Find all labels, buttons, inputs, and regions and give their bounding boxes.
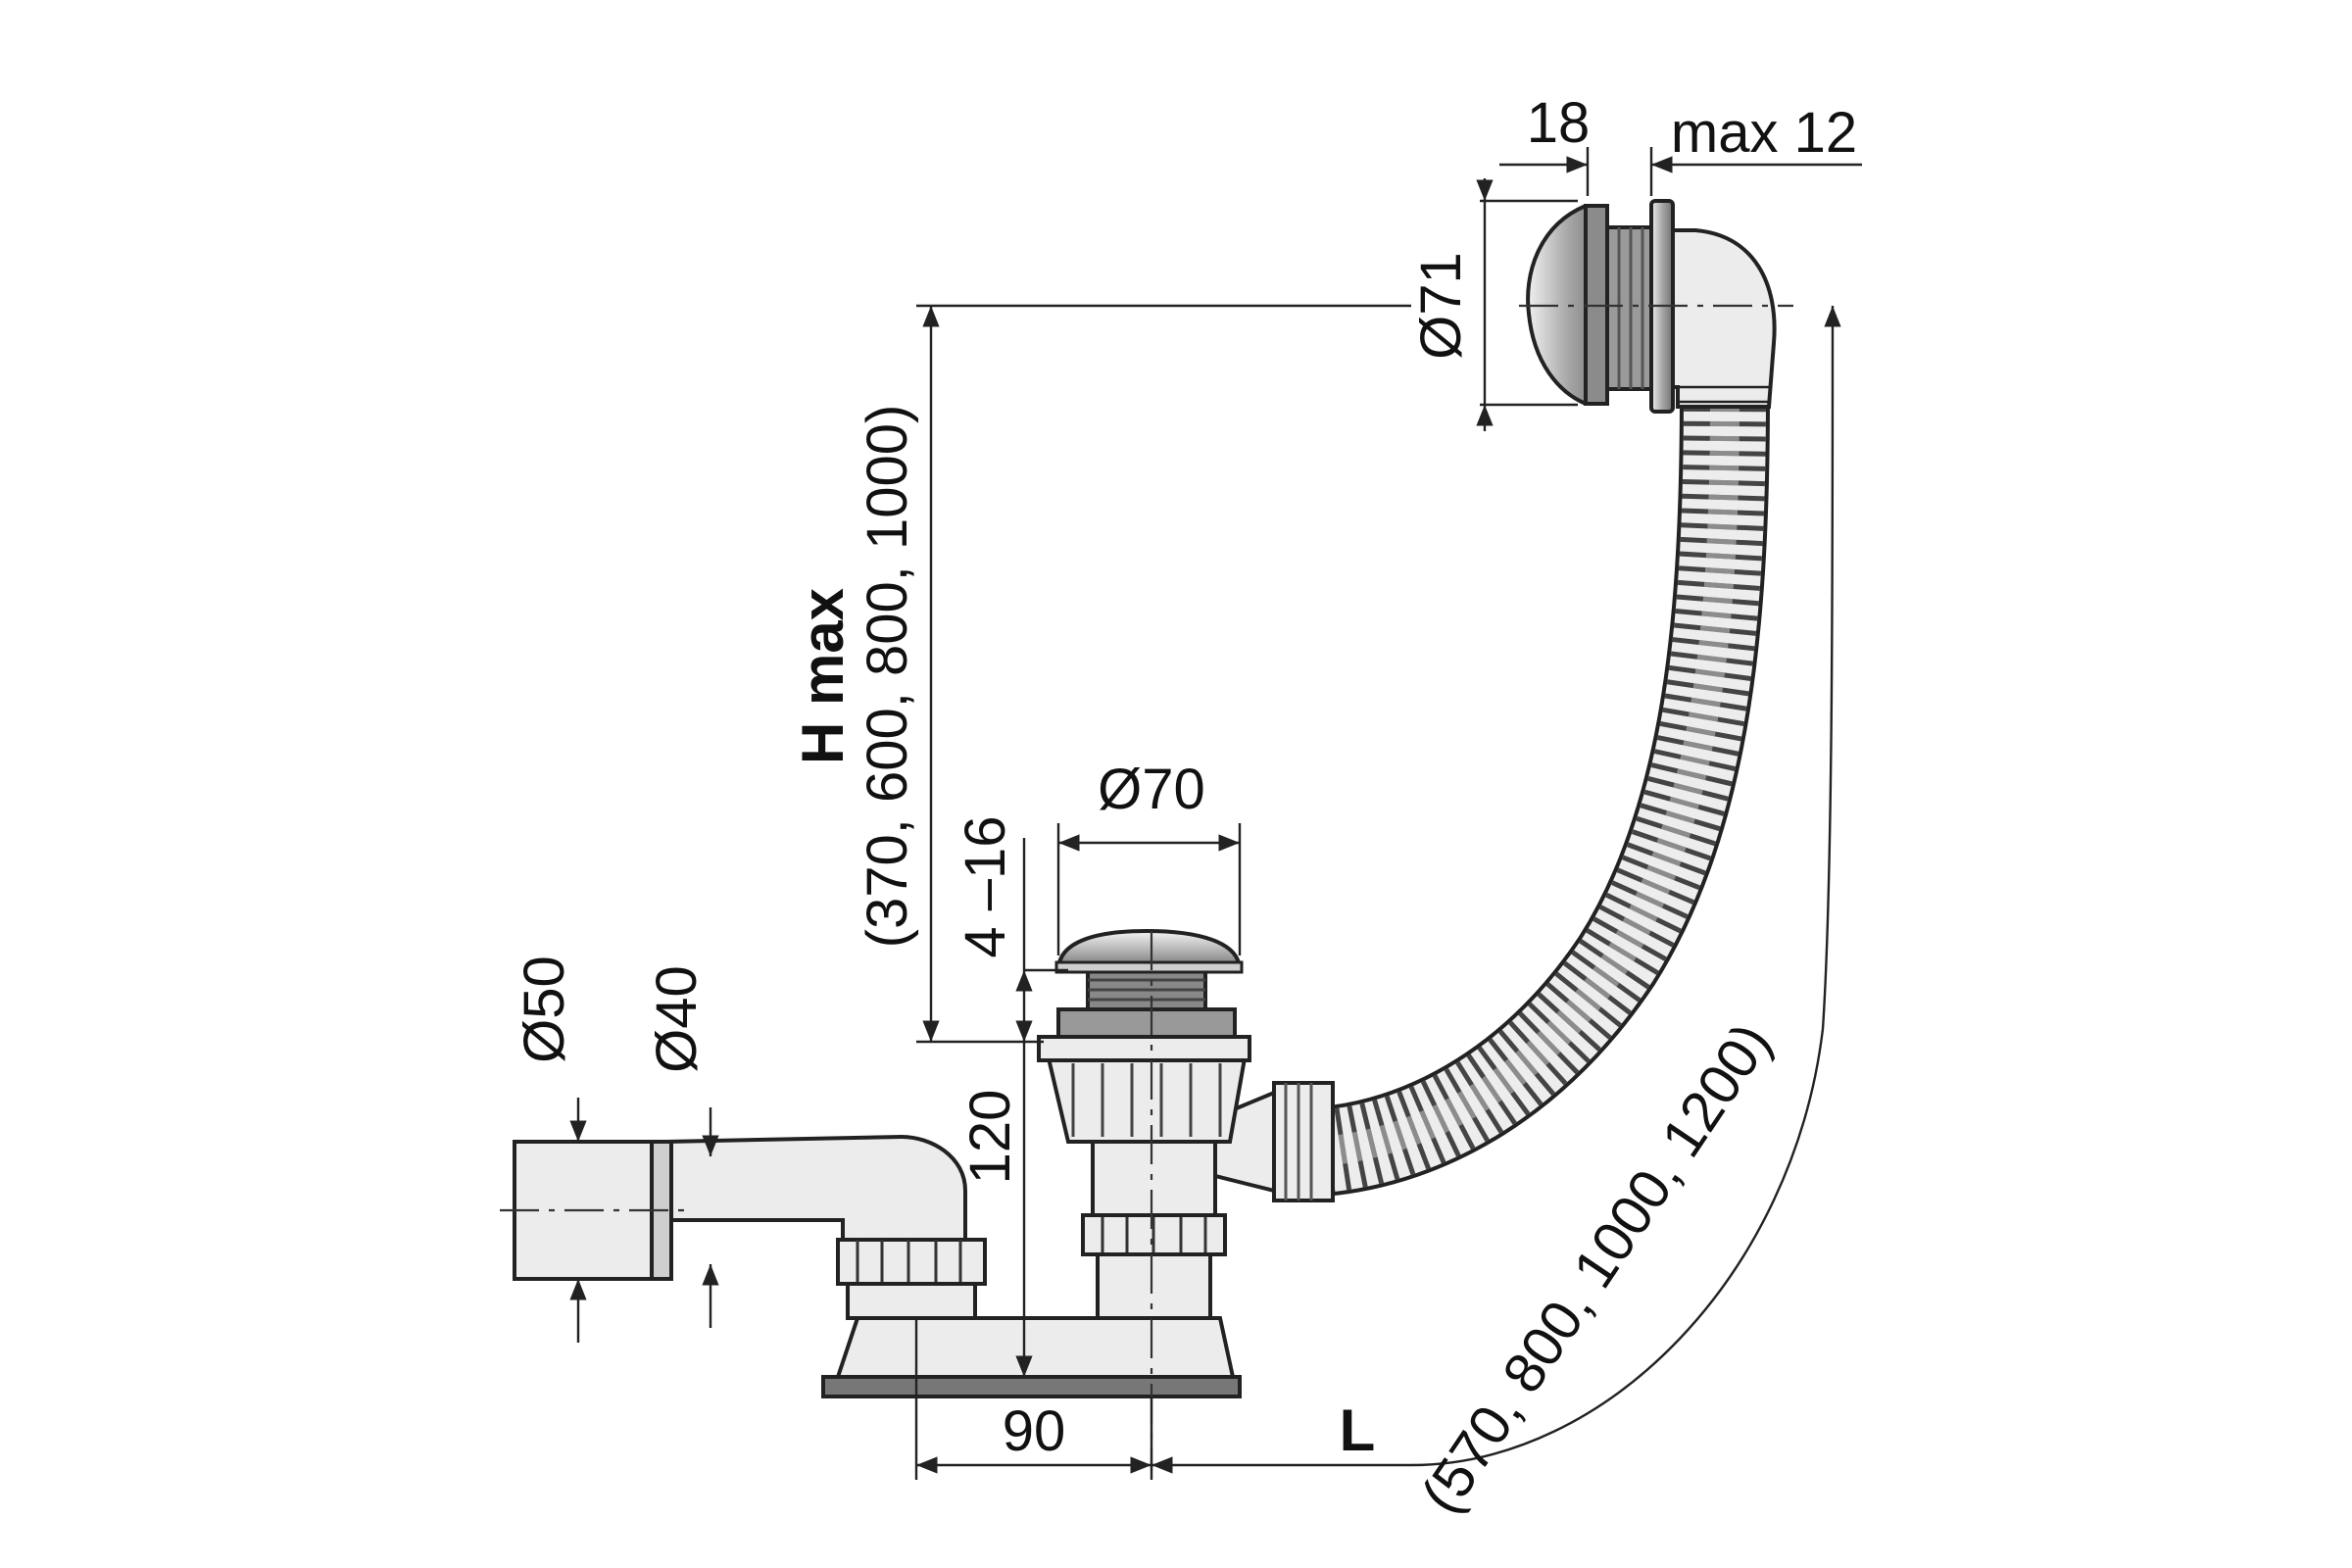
outlet-offset-label: 90	[1003, 1399, 1066, 1463]
height-label: H max	[790, 588, 856, 764]
trap-height-label: 120	[958, 1090, 1022, 1185]
corrugated-hose	[1318, 391, 1770, 1197]
drain-diameter-label: Ø70	[1098, 758, 1205, 821]
pipe-inner-diameter-label: Ø40	[645, 965, 709, 1073]
plug-range-label: 4 –16	[954, 815, 1017, 957]
overflow-diameter-label: Ø71	[1409, 252, 1473, 360]
overflow-depth-label: 18	[1527, 91, 1591, 155]
height-values-label: (370, 600, 800, 1000)	[856, 405, 919, 949]
dimension-lines	[569, 147, 1862, 1480]
outlet-pipe	[513, 1134, 987, 1320]
overflow-gap-label: max 12	[1671, 101, 1857, 165]
length-label: L	[1340, 1397, 1376, 1463]
pipe-outer-diameter-label: Ø50	[513, 956, 576, 1063]
